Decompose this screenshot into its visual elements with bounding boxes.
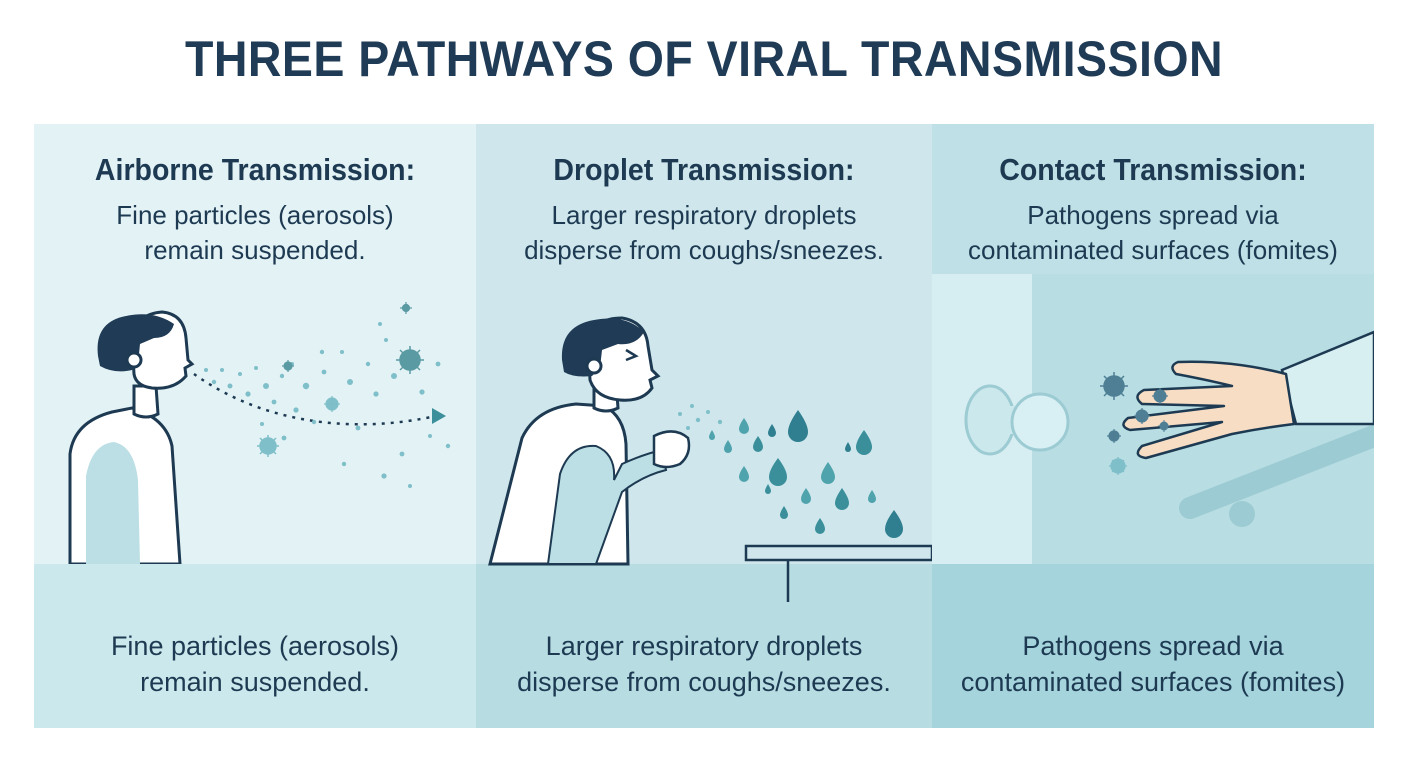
hand	[1122, 360, 1296, 460]
panel-description: Fine particles (aerosols) remain suspend…	[116, 200, 394, 265]
person-breathing-aerosols-illustration	[68, 302, 451, 564]
person-ear	[125, 351, 143, 369]
page-title: THREE PATHWAYS OF VIRAL TRANSMISSION	[184, 31, 1224, 87]
panel-caption-area: Larger respiratory droplets disperse fro…	[476, 564, 932, 728]
droplet-icon	[780, 506, 788, 519]
droplet-icon	[821, 462, 835, 484]
panel-description: Pathogens spread via contaminated surfac…	[968, 200, 1338, 265]
droplet-icon	[856, 430, 872, 455]
railing-support	[1229, 501, 1255, 527]
person-hair	[561, 318, 644, 377]
droplet-icon	[753, 436, 763, 452]
virus-particle-icon	[1158, 420, 1170, 432]
table-surface	[744, 544, 932, 562]
panel-caption: Pathogens spread via contaminated surfac…	[960, 631, 1346, 697]
virus-particle-icon	[1152, 388, 1168, 404]
virus-particle-icon	[396, 346, 424, 374]
person-neck	[132, 384, 160, 419]
panel-caption: Fine particles (aerosols) remain suspend…	[110, 631, 400, 697]
arrow-head-icon	[432, 408, 446, 424]
droplet-icon	[835, 488, 849, 510]
droplet-icon	[765, 484, 771, 494]
droplet-icon	[724, 440, 732, 453]
doorknob-icon	[1010, 392, 1070, 452]
breath-path	[193, 372, 437, 426]
droplet-icon	[868, 490, 876, 503]
cough-spray	[678, 404, 723, 430]
droplet-icon	[815, 518, 825, 534]
person-hair	[97, 314, 174, 372]
panel-caption-area: Pathogens spread via contaminated surfac…	[932, 564, 1374, 728]
droplet-icon	[768, 424, 776, 437]
hand-touching-doorknob-illustration	[932, 274, 1374, 564]
panel-description: Larger respiratory droplets disperse fro…	[524, 200, 884, 265]
droplet-icon	[801, 488, 811, 504]
virus-particle-icon	[1134, 408, 1150, 424]
person-fist	[652, 430, 691, 469]
panel-caption-area: Fine particles (aerosols) remain suspend…	[34, 564, 476, 728]
railing	[1179, 425, 1374, 519]
virus-particle-icon	[257, 435, 279, 457]
panel-heading: Airborne Transmission:	[94, 152, 416, 187]
person-ear	[585, 357, 603, 375]
panel-contact: Contact Transmission: Pathogens spread v…	[932, 124, 1374, 728]
panel-droplet: Droplet Transmission: Larger respiratory…	[476, 124, 932, 728]
person-sleeve	[86, 442, 140, 564]
droplet-icon	[885, 510, 903, 538]
person-coughing-droplets-illustration	[488, 316, 932, 602]
virus-particle-icon	[1109, 457, 1127, 475]
droplets	[709, 410, 903, 538]
droplet-icon	[769, 458, 787, 486]
virus-particle-icon	[282, 360, 294, 372]
panel-airborne: Airborne Transmission: Fine particles (a…	[34, 124, 476, 728]
panel-heading: Droplet Transmission:	[553, 152, 855, 187]
droplet-icon	[739, 466, 749, 482]
squint-eye	[625, 348, 639, 362]
virus-particle-icon	[400, 302, 412, 314]
droplet-icon	[709, 430, 715, 440]
virus-particle-icon	[324, 396, 340, 412]
pathway-panels: Airborne Transmission: Fine particles (a…	[34, 124, 1374, 728]
droplet-icon	[845, 442, 851, 452]
panel-caption: Larger respiratory droplets disperse fro…	[517, 631, 891, 697]
virus-particle-icon	[1107, 429, 1121, 443]
droplet-icon	[788, 410, 808, 442]
person-arm	[546, 444, 668, 565]
panel-heading: Contact Transmission:	[999, 152, 1307, 187]
aerosol-particles	[204, 322, 451, 488]
virus-particle-icon	[1100, 372, 1128, 400]
droplet-icon	[739, 418, 749, 434]
